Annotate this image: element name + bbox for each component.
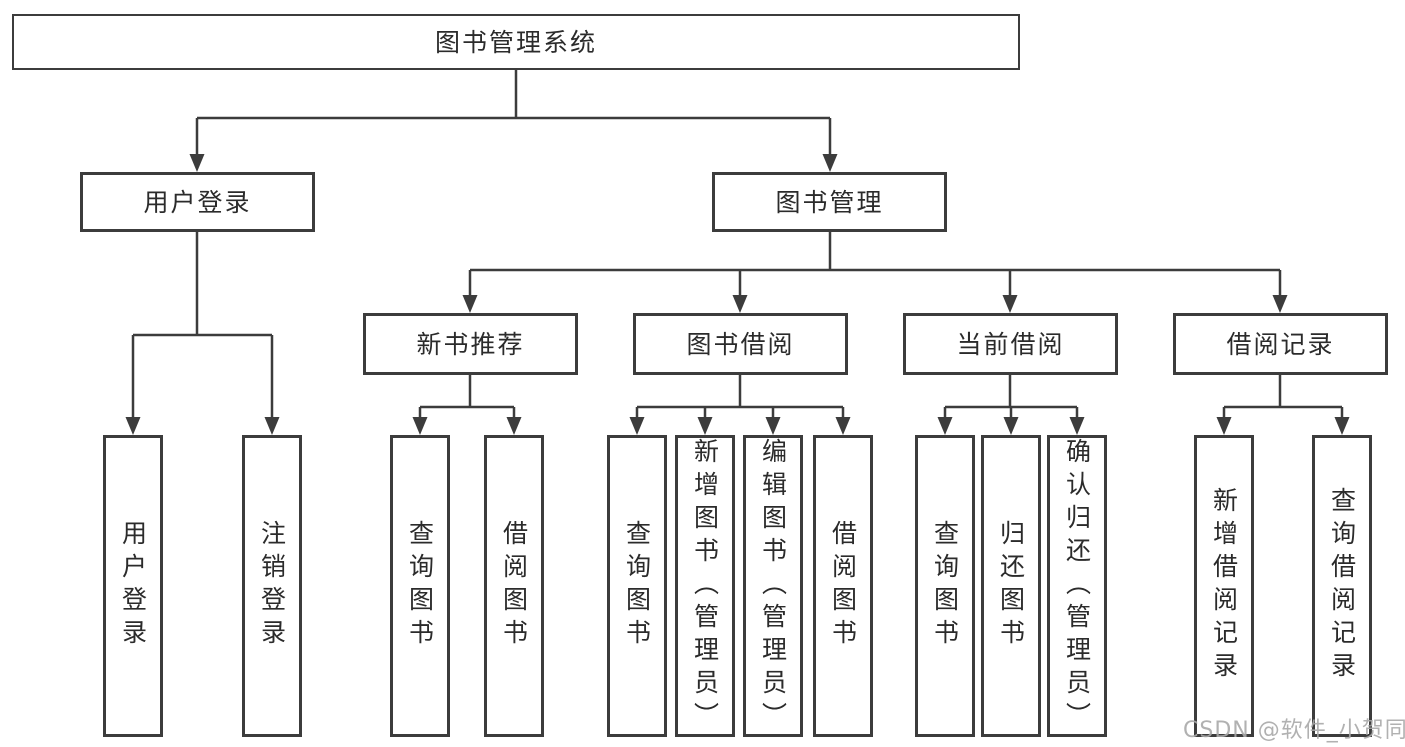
leaf-query-books-current: 查询图书 [915, 435, 975, 737]
node-current-borrowing: 当前借阅 [903, 313, 1118, 375]
leaf-query-books-recommend: 查询图书 [390, 435, 450, 737]
node-user-login-branch: 用户登录 [80, 172, 315, 232]
leaf-user-login: 用户登录 [103, 435, 163, 737]
node-borrowing-records: 借阅记录 [1173, 313, 1388, 375]
leaf-query-borrow-record: 查询借阅记录 [1312, 435, 1372, 737]
leaf-confirm-return-admin: 确认归还（管理员） [1047, 435, 1107, 737]
leaf-logout: 注销登录 [242, 435, 302, 737]
node-new-book-recommend: 新书推荐 [363, 313, 578, 375]
node-library-management-system: 图书管理系统 [12, 14, 1020, 70]
leaf-return-books: 归还图书 [981, 435, 1041, 737]
arrowheads [125, 154, 1350, 435]
leaf-add-borrow-record: 新增借阅记录 [1194, 435, 1254, 737]
leaf-query-books-borrowing: 查询图书 [607, 435, 667, 737]
leaf-borrow-books-borrowing: 借阅图书 [813, 435, 873, 737]
node-book-borrowing: 图书借阅 [633, 313, 848, 375]
node-book-management-branch: 图书管理 [712, 172, 947, 232]
leaf-borrow-books-recommend: 借阅图书 [484, 435, 544, 737]
leaf-edit-books-admin: 编辑图书（管理员） [743, 435, 803, 737]
leaf-add-books-admin: 新增图书（管理员） [675, 435, 735, 737]
